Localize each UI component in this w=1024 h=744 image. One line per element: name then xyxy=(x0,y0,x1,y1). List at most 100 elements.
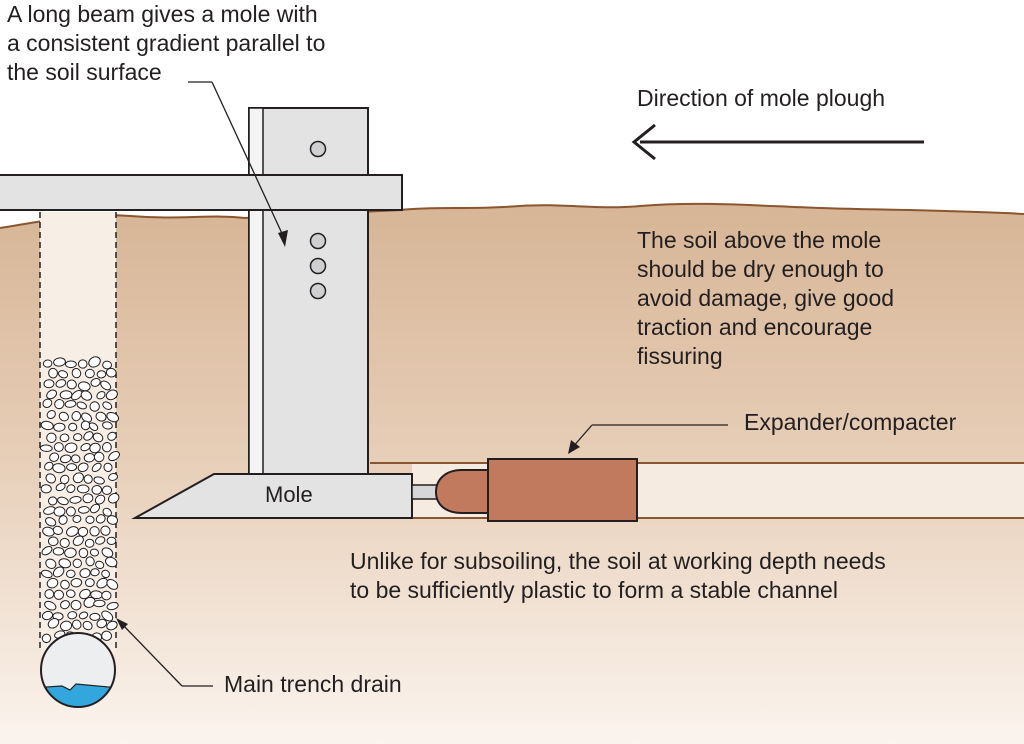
gravel-stone xyxy=(71,411,82,422)
gravel-stone xyxy=(46,432,57,443)
gravel-stone xyxy=(92,432,104,443)
gravel-stone xyxy=(66,526,79,537)
gravel-stone xyxy=(108,450,120,462)
gravel-stone xyxy=(46,389,58,400)
gravel-stone xyxy=(59,537,70,548)
gravel-stone xyxy=(54,399,65,410)
gravel-stone xyxy=(96,391,106,400)
gravel-stone xyxy=(71,389,83,401)
drain-leader xyxy=(116,618,213,687)
gravel-stone xyxy=(101,610,114,622)
gravel-stone xyxy=(106,579,119,590)
gravel-stone xyxy=(58,515,68,525)
gravel-stone xyxy=(52,566,65,578)
gravel-stone xyxy=(89,548,99,557)
gravel-stone xyxy=(40,484,52,494)
gravel-stone xyxy=(53,589,65,600)
gravel-stone xyxy=(58,370,69,379)
gravel-stone xyxy=(66,463,78,472)
gravel-stone xyxy=(42,359,53,368)
gravel-stone xyxy=(83,474,93,484)
gravel-stone xyxy=(55,482,66,492)
gravel-stone xyxy=(105,389,118,401)
leg-hole xyxy=(309,140,327,158)
soil-note: The soil above the mole should be dry en… xyxy=(637,227,895,369)
gravel-stone xyxy=(102,507,112,517)
gravel-stone xyxy=(77,506,90,514)
gravel-stone xyxy=(95,411,107,422)
gravel-stone xyxy=(77,381,91,392)
gravel-stone xyxy=(107,431,117,441)
gravel-stone xyxy=(47,536,59,547)
plough-leg xyxy=(248,107,369,479)
gravel-stone xyxy=(59,620,73,632)
gravel-stone xyxy=(106,536,117,545)
expander-leader xyxy=(568,424,728,454)
gravel-stone xyxy=(101,630,112,641)
gravel-stone xyxy=(72,514,82,523)
gravel-stone xyxy=(79,568,91,579)
gravel-stone xyxy=(68,422,78,432)
gravel-stone xyxy=(90,377,101,387)
gravel-stone xyxy=(59,454,72,464)
gravel-stone xyxy=(72,558,82,568)
gravel-stone xyxy=(106,601,119,611)
gravel-stone xyxy=(105,556,118,568)
gravel-stone xyxy=(44,600,57,611)
mole-body xyxy=(131,473,413,519)
direction-label: Direction of mole plough xyxy=(637,85,886,111)
left-arrow-icon xyxy=(631,123,924,161)
gravel-stone xyxy=(71,367,82,379)
gravel-stone xyxy=(66,569,76,579)
gravel-stone xyxy=(105,367,117,378)
gravel-stone xyxy=(78,611,89,620)
gravel-stone xyxy=(53,506,66,517)
gravel-stone xyxy=(40,420,54,431)
gravel-stone xyxy=(77,359,88,369)
gravel-stone xyxy=(90,568,100,577)
gravel-stone xyxy=(46,577,59,589)
gravel-stone xyxy=(66,589,76,598)
gravel-stone xyxy=(83,431,94,441)
gravel-stone xyxy=(43,379,55,389)
gravel-stone xyxy=(44,461,54,471)
gravel-stone xyxy=(108,473,118,481)
gravel-stone xyxy=(41,610,54,621)
gravel-stone xyxy=(60,579,70,590)
leg-hole xyxy=(309,232,327,250)
gravel-stone xyxy=(70,577,83,588)
gravel-stone xyxy=(89,612,101,621)
gravel-stone xyxy=(47,618,60,629)
drain-water xyxy=(41,683,115,707)
expander-body xyxy=(487,458,638,522)
gravel-stone xyxy=(101,569,110,579)
gravel-stone xyxy=(91,462,102,473)
gravel-stone xyxy=(64,442,78,454)
gravel-stone xyxy=(100,525,111,536)
mole-label: Mole xyxy=(265,482,313,507)
gravel-stone xyxy=(44,589,55,599)
gravel-stone xyxy=(80,390,93,401)
gravel-stone xyxy=(45,558,57,569)
gravel-stone xyxy=(67,611,78,620)
leg-hole xyxy=(309,257,327,275)
gravel-stone xyxy=(95,536,106,545)
gravel-stone xyxy=(60,600,70,610)
gravel-stone xyxy=(89,503,101,514)
gravel-stone xyxy=(77,526,89,537)
gravel-stone xyxy=(47,496,58,506)
gravel-fill xyxy=(39,356,120,644)
gravel-stone xyxy=(106,620,118,631)
gravel-stone xyxy=(80,443,91,452)
gravel-stone xyxy=(57,496,69,506)
gravel-stone xyxy=(65,360,77,369)
gravel-stone xyxy=(46,410,56,420)
gravel-stone xyxy=(69,495,82,504)
gravel-stone xyxy=(66,484,76,493)
gravel-stone xyxy=(102,360,112,370)
gravel-stone xyxy=(41,545,53,556)
gravel-stone xyxy=(106,515,119,525)
gravel-stone xyxy=(66,379,77,390)
gravel-stone xyxy=(94,494,106,505)
